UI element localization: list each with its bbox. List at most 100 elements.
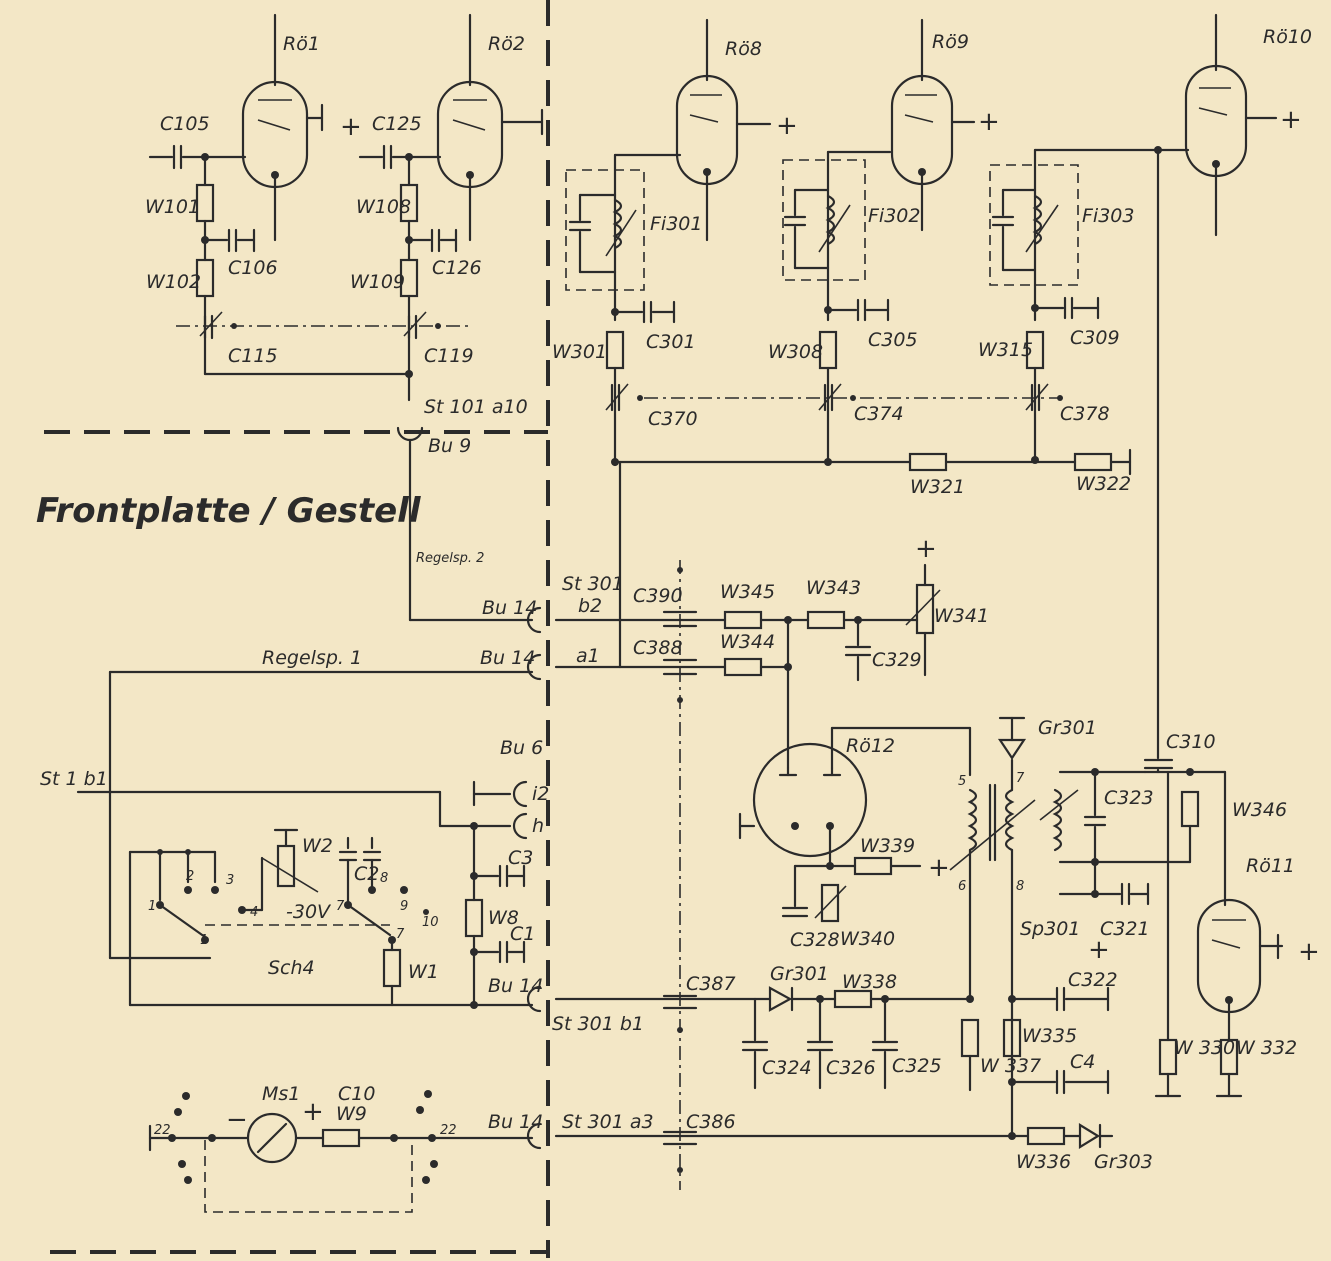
bu6-connector: Bu 6 i2 h St 1 b1 C3 W8 C1	[40, 737, 549, 1009]
svg-text:+: +	[340, 112, 362, 142]
tube-roe12: Rö12	[738, 726, 972, 868]
c126-label: C126	[432, 257, 482, 279]
svg-text:+: +	[1088, 935, 1110, 965]
ms1-label: Ms1	[262, 1083, 300, 1105]
c327-label: C324	[762, 1057, 812, 1079]
voltage-label: -30V	[286, 901, 332, 923]
filter-fi303: Fi303	[989, 148, 1160, 322]
svg-text:3: 3	[226, 873, 234, 888]
svg-text:22: 22	[154, 1123, 171, 1138]
svg-text:8: 8	[380, 871, 388, 886]
meter-ms1: Ms1 C10 W9 22 22 − +	[148, 1083, 534, 1213]
w344-label: W344	[720, 631, 775, 653]
tube-roe11-label: Rö11	[1246, 855, 1295, 877]
c119-label: C119	[424, 345, 474, 367]
tube-roe1: Rö1 +	[241, 13, 362, 242]
w340-label: W340	[840, 928, 895, 950]
transformer-sp301: 5 7 6 8 Sp301	[949, 758, 1080, 1136]
c390-label: C390	[633, 585, 683, 607]
c115-label: C115	[228, 345, 278, 367]
c3-label: C1	[510, 923, 535, 945]
c387-label: C387	[686, 973, 736, 995]
tube-roe10-label: Rö10	[1263, 26, 1312, 48]
st101a10-label: St 101 a10	[424, 396, 528, 418]
regelsp2-label: Regelsp. 2	[416, 551, 484, 566]
c328-label: C328	[790, 929, 840, 951]
if-decoupling: C301 W301 C370 C305 W308 C374 C309 W315 …	[552, 296, 1132, 498]
h-label: h	[532, 815, 544, 837]
svg-text:+: +	[302, 1097, 324, 1127]
svg-text:+: +	[776, 111, 798, 141]
svg-text:8: 8	[1016, 879, 1024, 894]
w335-label: W335	[1022, 1025, 1077, 1047]
c374-label: C374	[854, 403, 904, 425]
svg-text:7: 7	[1016, 771, 1025, 786]
svg-text:+: +	[915, 534, 937, 564]
w346-label: W346	[1232, 799, 1287, 821]
switch-sch4: 1 2 3 1 4 7 8 9 10 7 W2 -30V C2 W1 Sch4	[128, 828, 439, 1007]
svg-text:+: +	[978, 107, 1000, 137]
tube-roe1-label: Rö1	[283, 33, 320, 55]
bu9-connector: St 101 a10 Bu 9 Regelsp. 2	[396, 396, 534, 622]
meter-line: Bu 14 St 301 a3 W336 Gr303	[488, 1111, 1153, 1173]
c125-label: C125	[372, 113, 422, 135]
c329-label: C329	[872, 649, 922, 671]
tube-roe12-label: Rö12	[846, 735, 895, 757]
w321-label: W321	[910, 476, 965, 498]
sp301-label: Sp301	[1020, 918, 1080, 940]
fi301-label: Fi301	[650, 213, 702, 235]
gr301-label-bottom: Gr301	[770, 963, 829, 985]
svg-text:1: 1	[148, 899, 156, 914]
i2-label: i2	[532, 783, 549, 805]
svg-text:7: 7	[336, 899, 345, 914]
rö2-input-network: C125 W108 C126 W109 C119	[176, 113, 482, 402]
w322-label: W322	[1076, 473, 1131, 495]
c322-label: C4	[1070, 1051, 1095, 1073]
regelsp1-network: Regelsp. 1 Bu 14 a1 C388 W344	[108, 618, 792, 960]
svg-text:1: 1	[200, 933, 208, 948]
w345-label: W345	[720, 581, 775, 603]
w341-label: W341	[934, 605, 989, 627]
w339-label: W339	[860, 835, 915, 857]
c325-label: C322	[1068, 969, 1118, 991]
w2-label: W2	[302, 835, 333, 857]
tube-roe2-label: Rö2	[488, 33, 525, 55]
w9-label: W9	[336, 1103, 367, 1125]
rö1-input-network: C105 W101 C106 W102 C115	[145, 113, 412, 376]
svg-text:4: 4	[250, 905, 258, 920]
filter-fi302: Fi302	[782, 150, 920, 322]
c388-label: C388	[633, 637, 683, 659]
w8-label: W8	[488, 907, 519, 929]
st301b1-label: St 301 b1	[552, 1013, 644, 1035]
st301a3-label: St 301 a3	[562, 1111, 654, 1133]
tube-roe11: Rö11 W 332 +	[1196, 855, 1320, 1098]
sch4-label: Sch4	[268, 957, 315, 979]
bu14-label-4: Bu 14	[488, 1111, 543, 1133]
tube-roe9: Rö9 +	[890, 18, 1000, 232]
c326-label: C326	[826, 1057, 876, 1079]
bu14-label-2: Bu 14	[480, 647, 535, 669]
roe12-bias-network: W339 C328 W340 +	[781, 835, 950, 951]
c1-label: C2	[354, 863, 379, 885]
c301-label: C301	[646, 331, 696, 353]
tube-roe2: Rö2	[436, 13, 544, 242]
svg-text:7: 7	[396, 927, 405, 942]
c309-label: C309	[1070, 327, 1120, 349]
w315-label: W315	[978, 339, 1033, 361]
c105-label: C105	[160, 113, 210, 135]
c386-label: C386	[686, 1111, 736, 1133]
c378-label: C378	[1060, 403, 1110, 425]
w335-branch: W335 C322 C4	[1002, 969, 1118, 1095]
c324-label: C325	[892, 1055, 942, 1077]
bu14-label-1: Bu 14	[482, 597, 537, 619]
regelsp1-label: Regelsp. 1	[262, 647, 362, 669]
c106-label: C106	[228, 257, 278, 279]
w336-label: W336	[1016, 1151, 1071, 1173]
svg-text:+: +	[1298, 937, 1320, 967]
c370-label: C370	[648, 408, 698, 430]
w337-label: W 337	[980, 1055, 1041, 1077]
bu9-label: Bu 9	[428, 435, 471, 457]
diode-gr301-top: Gr301	[997, 716, 1097, 760]
tube-roe8-label: Rö8	[725, 38, 762, 60]
tube-roe10: Rö10 +	[1154, 13, 1312, 237]
